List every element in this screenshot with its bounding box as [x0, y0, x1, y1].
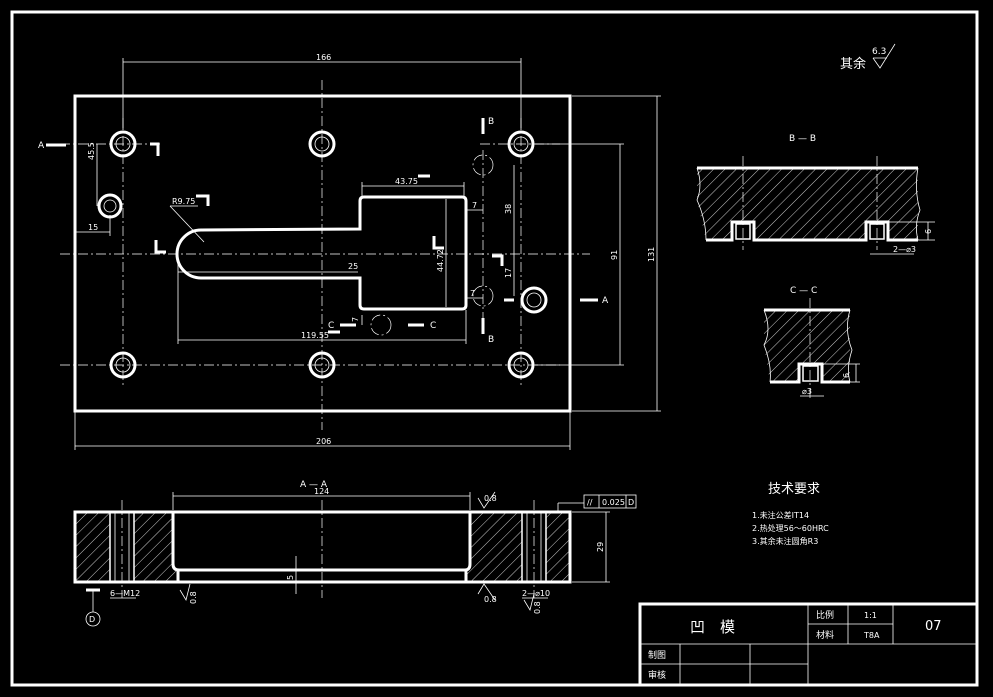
dim-small-7c: 7: [351, 317, 360, 322]
tech-requirement-item: 2.热处理56～60HRC: [752, 523, 829, 533]
dim-hole-span: 166: [316, 53, 331, 62]
roughness-bottom: 0.8: [484, 595, 497, 604]
section-aa-dim-height: 29: [596, 542, 605, 552]
mounting-hole: [109, 130, 137, 158]
dim-left-offset: 15: [88, 223, 98, 232]
tolerance-symbol: //: [587, 498, 593, 507]
dim-slot-height: 44.72: [436, 249, 445, 272]
dim-hole-row-span: 91: [610, 250, 619, 260]
surface-finish-value: 6.3: [872, 47, 886, 57]
title-block: 凹 模 比例 1:1 材料 T8A 07 制图 审核: [638, 602, 979, 687]
holes-left-callout: 6—M12: [110, 589, 140, 598]
holes-right-callout: 2—⌀10: [522, 589, 550, 598]
section-mark-b-top: B: [488, 117, 494, 127]
top-view: 166 206 131 91 15 45.5 R9.75 43.75: [38, 53, 661, 450]
mounting-hole: [308, 351, 336, 379]
dim-slot-length: 119.55: [301, 331, 329, 340]
tech-requirement-item: 3.其余未注圆角R3: [752, 536, 818, 546]
section-bb-dim-depth: 6: [924, 229, 933, 234]
section-c-c: C — C 6 ⌀3: [763, 286, 860, 398]
dim-slot-neck: 25: [348, 262, 358, 271]
section-cc-title: C — C: [790, 286, 817, 296]
mounting-hole: [520, 286, 548, 314]
section-cc-dim-hole: ⌀3: [802, 387, 812, 396]
dim-small-17: 17: [504, 268, 513, 278]
dowel-hole: [97, 193, 123, 219]
tolerance-value: 0.025: [602, 498, 625, 507]
section-mark-c-right: C: [430, 321, 436, 331]
section-bb-dim-hole: 2—⌀3: [893, 245, 916, 254]
pin-hole-hidden: [472, 285, 494, 307]
drawn-by-label: 制图: [648, 649, 666, 661]
default-surface-finish: 其余 6.3: [840, 43, 896, 72]
section-mark-a-right: A: [602, 296, 609, 306]
dim-small-38: 38: [504, 204, 513, 214]
material-value: T8A: [863, 631, 880, 640]
section-aa-dim-depth: 5: [286, 575, 295, 580]
technical-requirements: 技术要求 1.未注公差IT14 2.热处理56～60HRC 3.其余未注圆角R3: [752, 482, 829, 546]
dim-hole-vertical: 45.5: [87, 142, 96, 160]
datum-label: D: [89, 615, 95, 624]
dim-overall-length: 206: [316, 437, 331, 446]
dim-height-overall: 131: [647, 247, 656, 262]
dim-small-7a: 7: [472, 201, 477, 210]
pin-hole-hidden: [370, 314, 392, 336]
section-mark-a-left: A: [38, 141, 45, 151]
mounting-hole: [109, 351, 137, 379]
section-bb-title: B — B: [789, 134, 816, 144]
section-a-a: A — A 124 29 5 0.8 0.8: [73, 480, 637, 627]
tech-requirements-title: 技术要求: [768, 482, 820, 497]
mounting-hole: [308, 130, 336, 158]
section-mark-b-bottom: B: [488, 335, 494, 345]
drawing-border: [10, 10, 979, 687]
dim-slot-radius: R9.75: [172, 197, 195, 206]
roughness-left: 0.8: [189, 591, 198, 604]
surface-finish-label: 其余: [840, 56, 866, 72]
section-b-b: B — B 6 2—⌀3: [696, 134, 935, 255]
scale-value: 1:1: [864, 611, 877, 620]
plate-outline: [73, 94, 572, 413]
surface-finish-symbol-icon: [872, 43, 896, 69]
section-aa-title: A — A: [300, 480, 328, 490]
roughness-top: 0.8: [484, 494, 497, 503]
section-aa-dim-width: 124: [314, 487, 329, 496]
die-slot-outline: [175, 195, 468, 311]
mounting-hole: [507, 351, 535, 379]
tech-requirement-item: 1.未注公差IT14: [752, 510, 809, 520]
part-name: 凹 模: [690, 618, 735, 636]
section-aa-outline: [73, 510, 572, 584]
section-mark-c-left: C: [328, 321, 334, 331]
tolerance-datum: D: [628, 498, 634, 507]
section-cc-dim-depth: 6: [842, 373, 851, 378]
material-label: 材料: [816, 629, 834, 641]
scale-label: 比例: [816, 609, 834, 621]
checked-by-label: 审核: [648, 669, 666, 681]
dim-slot-width-top: 43.75: [395, 177, 418, 186]
mounting-hole: [507, 130, 535, 158]
pin-hole-hidden: [472, 154, 494, 176]
dim-small-7b: 7: [470, 289, 475, 298]
drawing-number: 07: [925, 619, 942, 634]
roughness-right: 0.8: [533, 601, 542, 614]
